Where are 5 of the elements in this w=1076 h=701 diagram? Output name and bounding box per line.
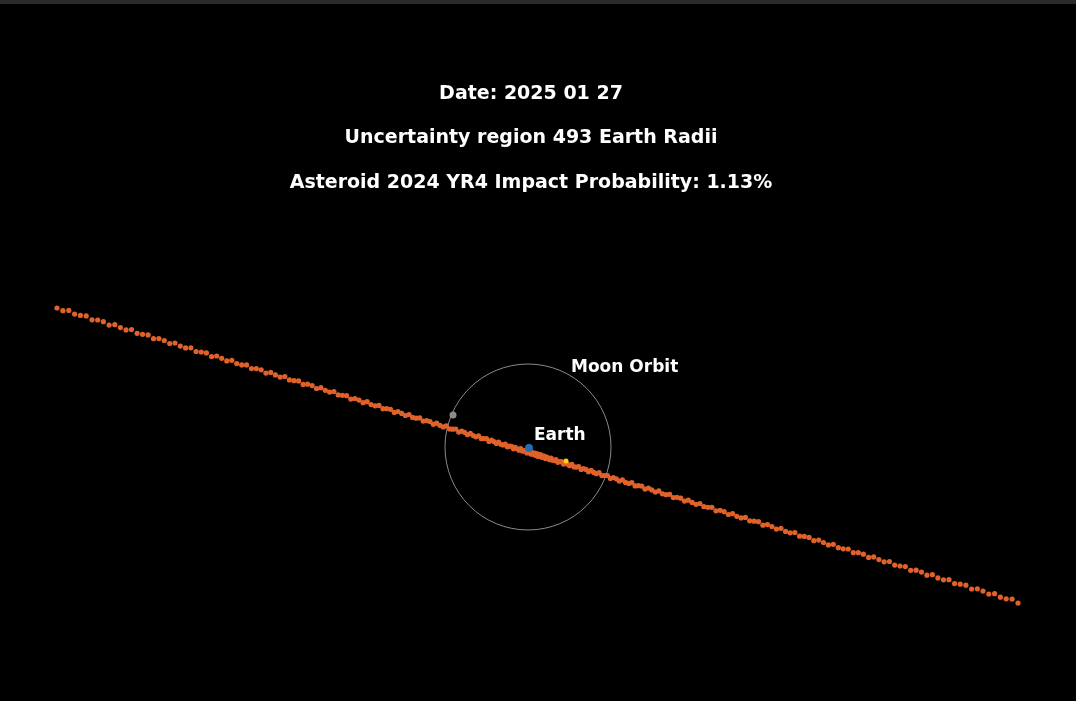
subtitle: Uncertainty region 493 Earth Radii <box>343 125 719 147</box>
date-heading: Date: 2025 01 27 <box>438 81 624 103</box>
subtitle: Asteroid 2024 YR4 Impact Probability: 1.13% <box>288 170 774 192</box>
orbit-label: Moon Orbit <box>571 356 679 376</box>
earth-label: Earth <box>534 424 586 444</box>
